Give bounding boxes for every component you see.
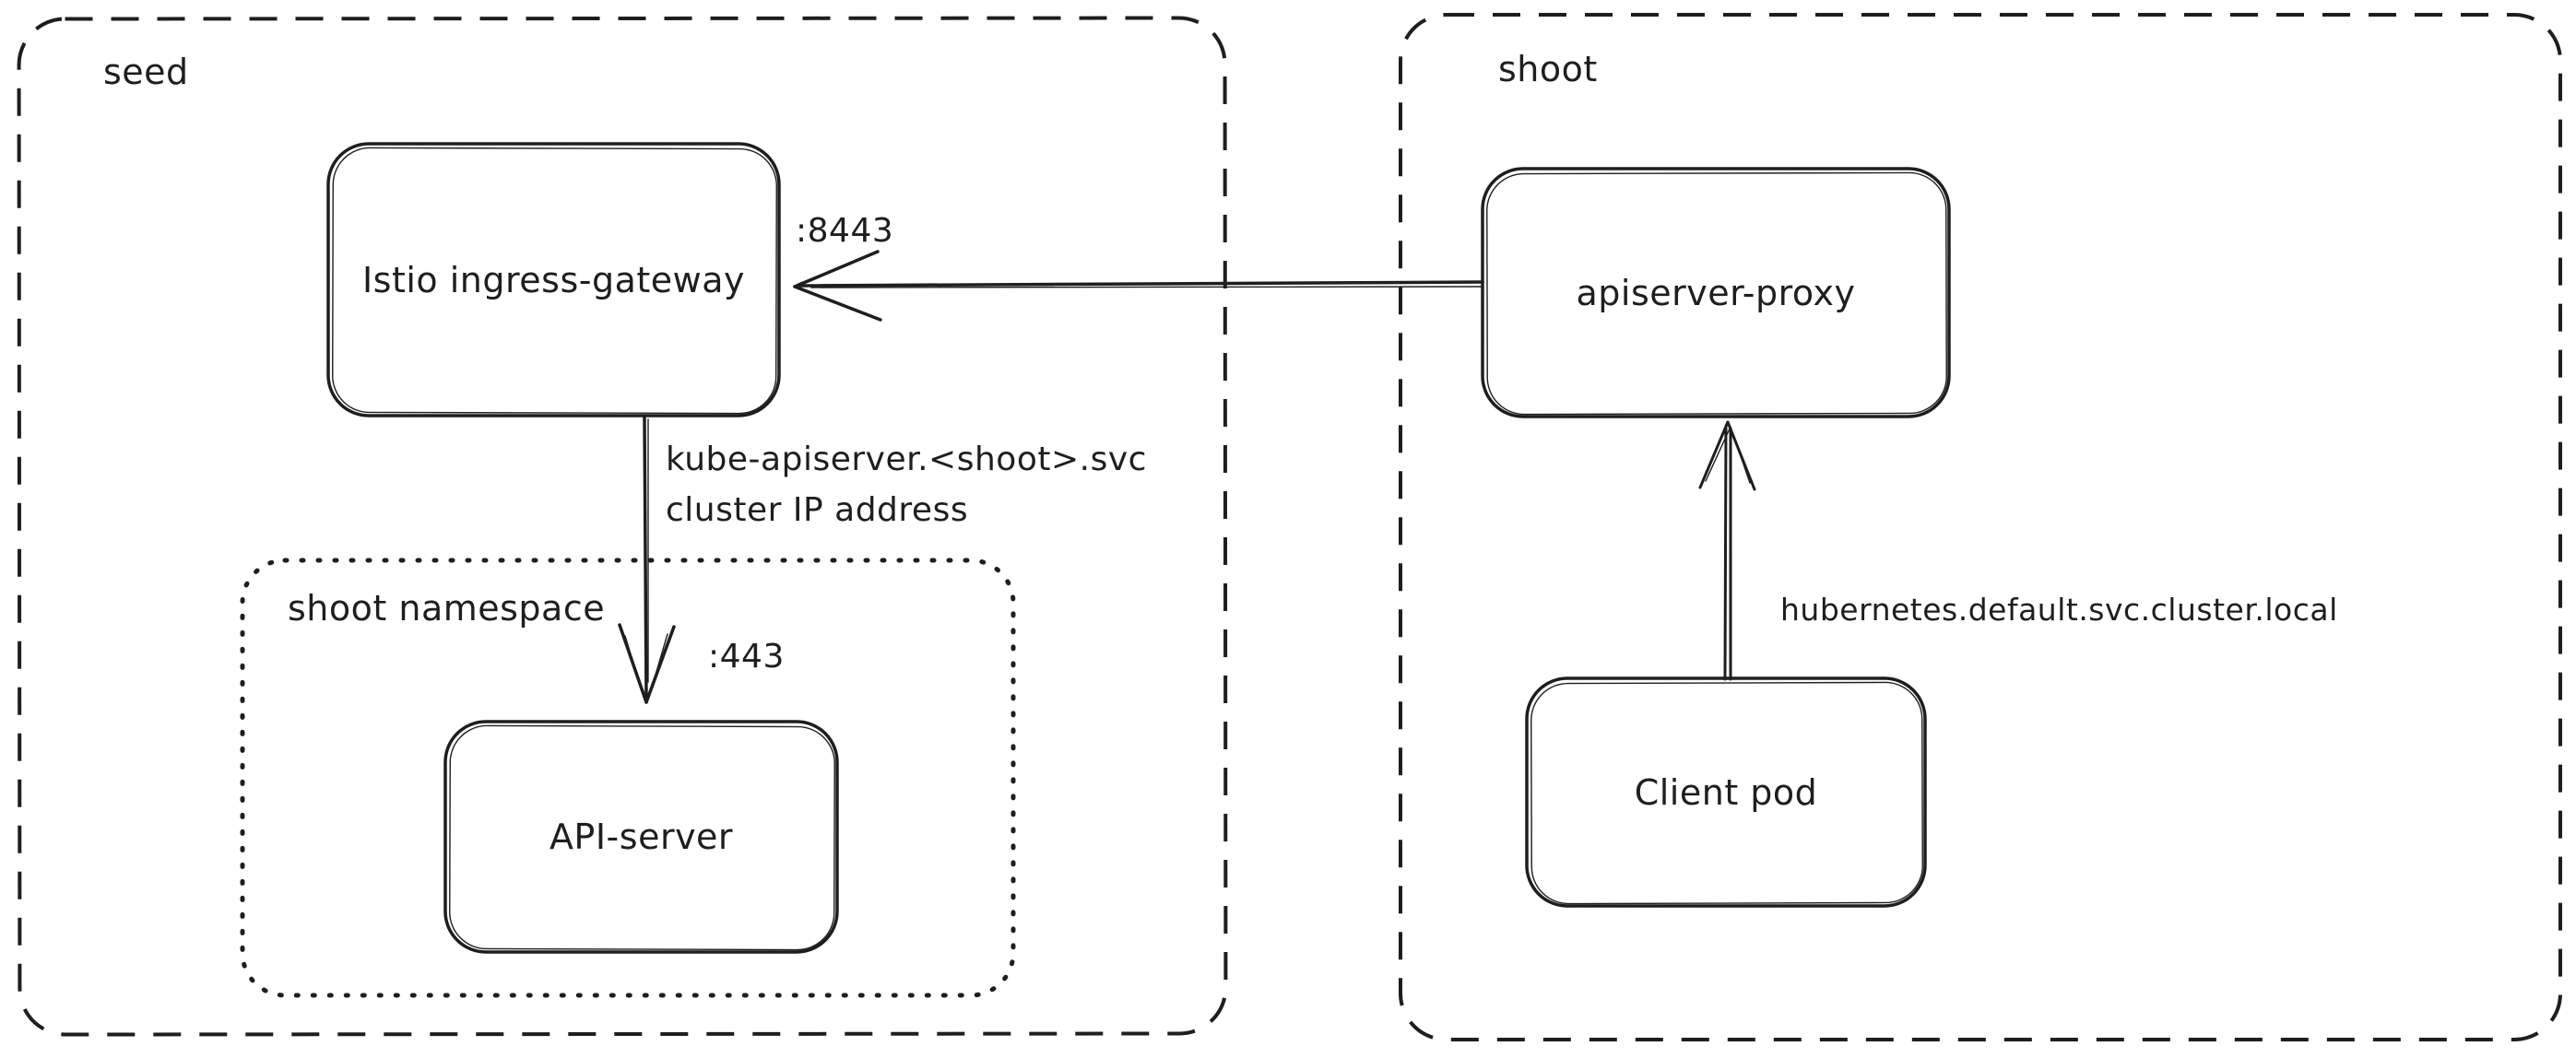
shoot-namespace-container: [240, 558, 1016, 998]
seed-container: [17, 16, 1228, 1037]
port-8443-label: :8443: [796, 212, 894, 250]
arrow-client-pod-to-apiserver-proxy: [1698, 420, 1756, 681]
kube-apiserver-svc-label-line1: kube-apiserver.<shoot>.svc: [666, 441, 1147, 478]
shoot-container: [1399, 13, 2562, 1041]
shoot-namespace-label: shoot namespace: [288, 588, 606, 629]
cluster-dns-label: hubernetes.default.svc.cluster.local: [1780, 592, 2338, 628]
istio-ingress-gateway-label: Istio ingress-gateway: [361, 259, 746, 300]
apiserver-proxy-node: [1481, 167, 1951, 418]
seed-container-label: seed: [103, 52, 189, 92]
port-443-label: :443: [708, 638, 785, 676]
api-server-node: [443, 720, 839, 954]
apiserver-proxy-label: apiserver-proxy: [1576, 272, 1856, 313]
arrow-apiserver-proxy-to-istio: [793, 250, 1484, 322]
istio-ingress-gateway-node: [326, 142, 781, 417]
api-server-label: API-server: [549, 817, 734, 857]
arrow-istio-to-api-server: [618, 416, 676, 704]
kube-apiserver-svc-label-line2: cluster IP address: [666, 491, 969, 529]
shoot-container-label: shoot: [1498, 49, 1598, 89]
client-pod-label: Client pod: [1634, 771, 1818, 813]
